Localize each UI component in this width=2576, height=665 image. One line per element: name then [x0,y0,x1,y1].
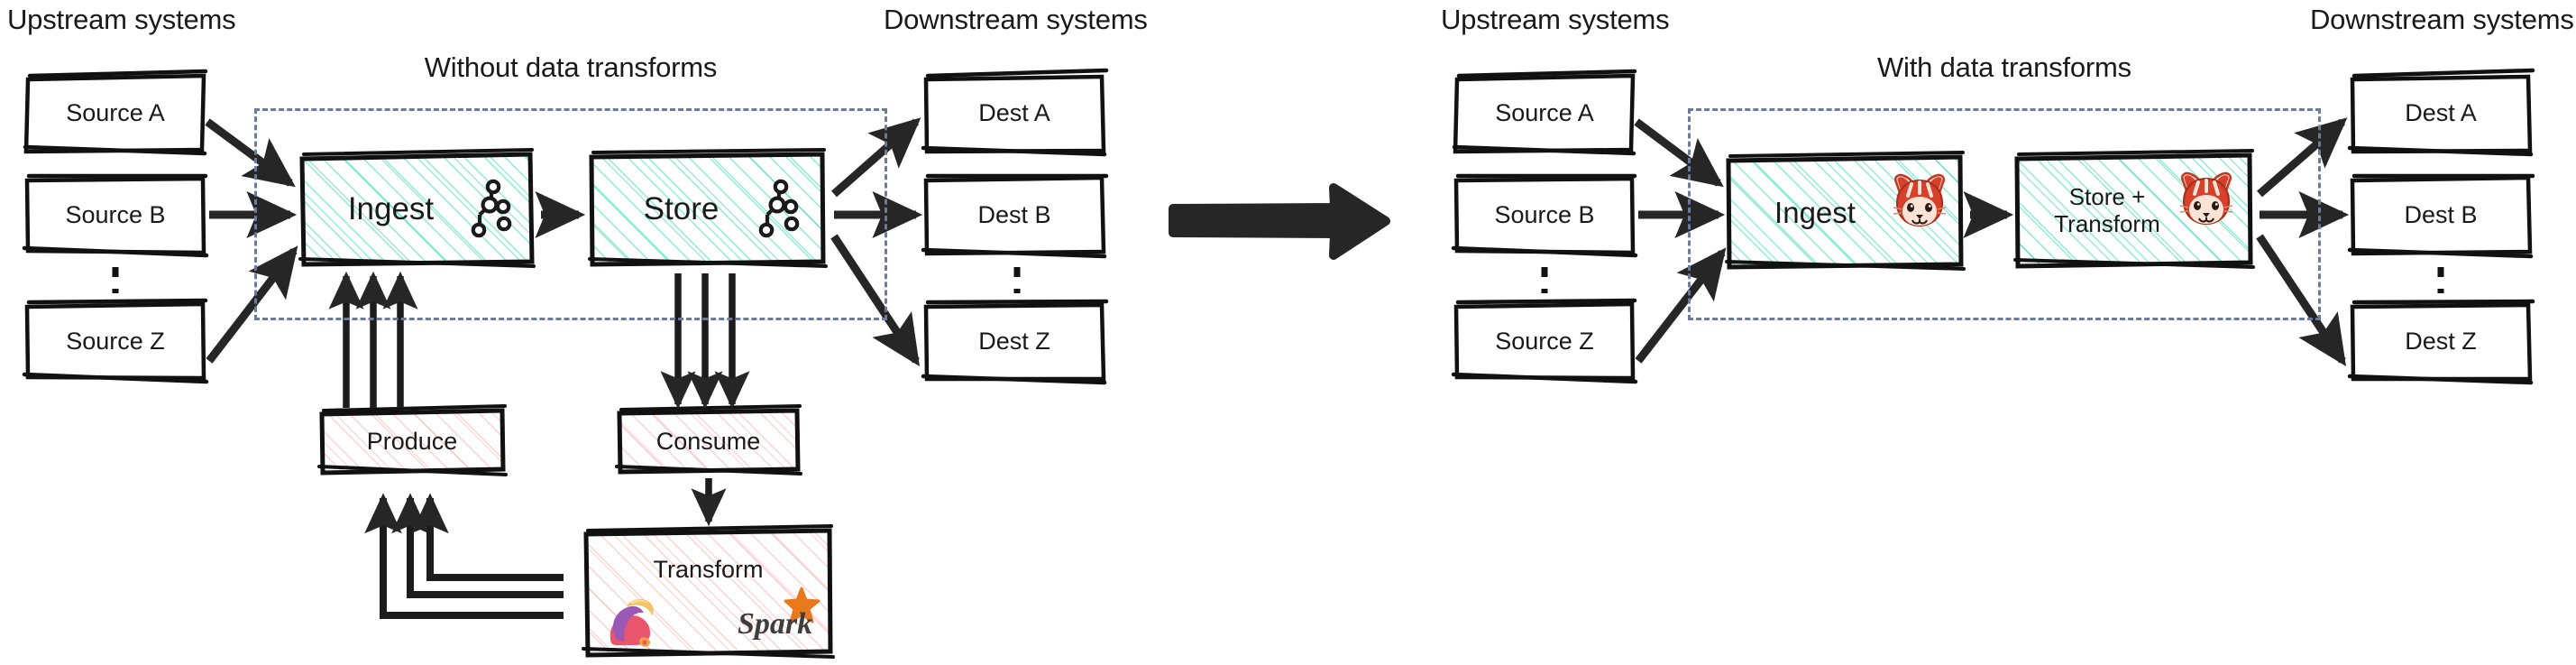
right-dest-z-outline [2347,299,2535,385]
left-produce-node[interactable]: Produce [322,411,502,472]
right-source-z-label: Source Z [1495,328,1594,356]
right-dest-z-label: Dest Z [2405,328,2477,356]
left-consume-box [615,404,802,476]
right-platform-boundary [1688,108,2321,320]
right-upstream-label: Upstream systems [1441,4,1670,35]
left-ingest-label: Ingest [347,191,435,227]
right-source-z-outline [1451,298,1638,384]
left-arrows [205,117,923,367]
right-source-b-outline [1451,173,1638,258]
left-source-a-label: Source A [66,99,165,127]
right-dest-a-label: Dest A [2405,99,2477,127]
right-dest-z-node[interactable]: Dest Z [2352,305,2529,379]
right-source-b-label: Source B [1494,201,1595,229]
right-source-a-node[interactable]: Source A [1456,77,1633,151]
left-dest-b-label: Dest B [977,201,1051,229]
right-dest-a-outline [2347,68,2535,157]
left-source-a-outline [23,69,208,156]
left-dest-b-node[interactable]: Dest B [926,179,1103,253]
left-store-label: Store [643,191,720,227]
right-dest-a-node[interactable]: Dest A [2352,77,2529,151]
right-source-z-node[interactable]: Source Z [1456,305,1633,379]
left-produce-to-ingest-arrows [328,271,418,408]
kafka-icon [471,179,512,238]
left-source-b-node[interactable]: Source B [27,179,204,253]
svg-text:Spark: Spark [738,607,812,641]
left-produce-label: Produce [366,427,458,455]
spark-icon: Spark [738,586,820,641]
right-source-a-label: Source A [1495,99,1594,127]
right-ingest-node[interactable]: Ingest [1729,159,1960,266]
left-dest-z-node[interactable]: Dest Z [926,305,1103,379]
left-source-b-label: Source B [65,201,166,229]
left-source-z-label: Source Z [66,328,165,356]
left-dest-b-outline [921,173,1109,259]
left-consume-node[interactable]: Consume [619,411,797,472]
left-dest-z-label: Dest Z [978,328,1050,356]
left-dest-a-outline [921,68,1109,157]
left-dest-z-outline [921,299,1109,385]
right-store-transform-label: Store + Transform [2054,182,2160,237]
left-source-a-node[interactable]: Source A [27,77,204,151]
left-transform-node[interactable]: Transform Spark [587,532,830,654]
flink-icon [610,598,654,647]
left-dest-a-node[interactable]: Dest A [926,77,1103,151]
left-store-to-consume-arrows [660,273,750,410]
left-transform-to-produce-arrows [364,493,564,619]
left-platform-boundary [254,108,887,320]
right-panel-title: With data transforms [1877,51,2131,83]
left-consume-label: Consume [655,427,761,455]
redpanda-icon [1893,173,1947,227]
big-right-arrow-icon [1169,183,1390,260]
right-dest-b-label: Dest B [2404,201,2478,229]
left-ingest-node[interactable]: Ingest [303,156,531,263]
left-upstream-label: Upstream systems [7,4,236,35]
left-ingest-box [298,148,536,268]
right-arrows [1634,117,2350,366]
left-dest-a-label: Dest A [978,99,1050,127]
right-dest-b-outline [2347,173,2535,259]
right-store-transform-node[interactable]: Store + Transform [2018,157,2251,264]
right-downstream-label: Downstream systems [2310,4,2574,35]
right-source-b-node[interactable]: Source B [1456,179,1633,253]
left-store-node[interactable]: Store [592,156,822,263]
left-source-z-outline [22,298,209,384]
right-source-a-outline [1452,69,1637,156]
kafka-icon [758,179,800,238]
left-downstream-label: Downstream systems [884,4,1148,35]
right-dest-b-node[interactable]: Dest B [2352,179,2529,253]
left-panel-title: Without data transforms [424,51,718,83]
left-source-z-node[interactable]: Source Z [27,305,204,379]
right-ingest-label: Ingest [1774,195,1856,229]
left-source-b-outline [22,173,209,258]
redpanda-icon [2179,171,2233,226]
left-produce-box [317,404,508,476]
left-transform-label: Transform [653,556,764,583]
